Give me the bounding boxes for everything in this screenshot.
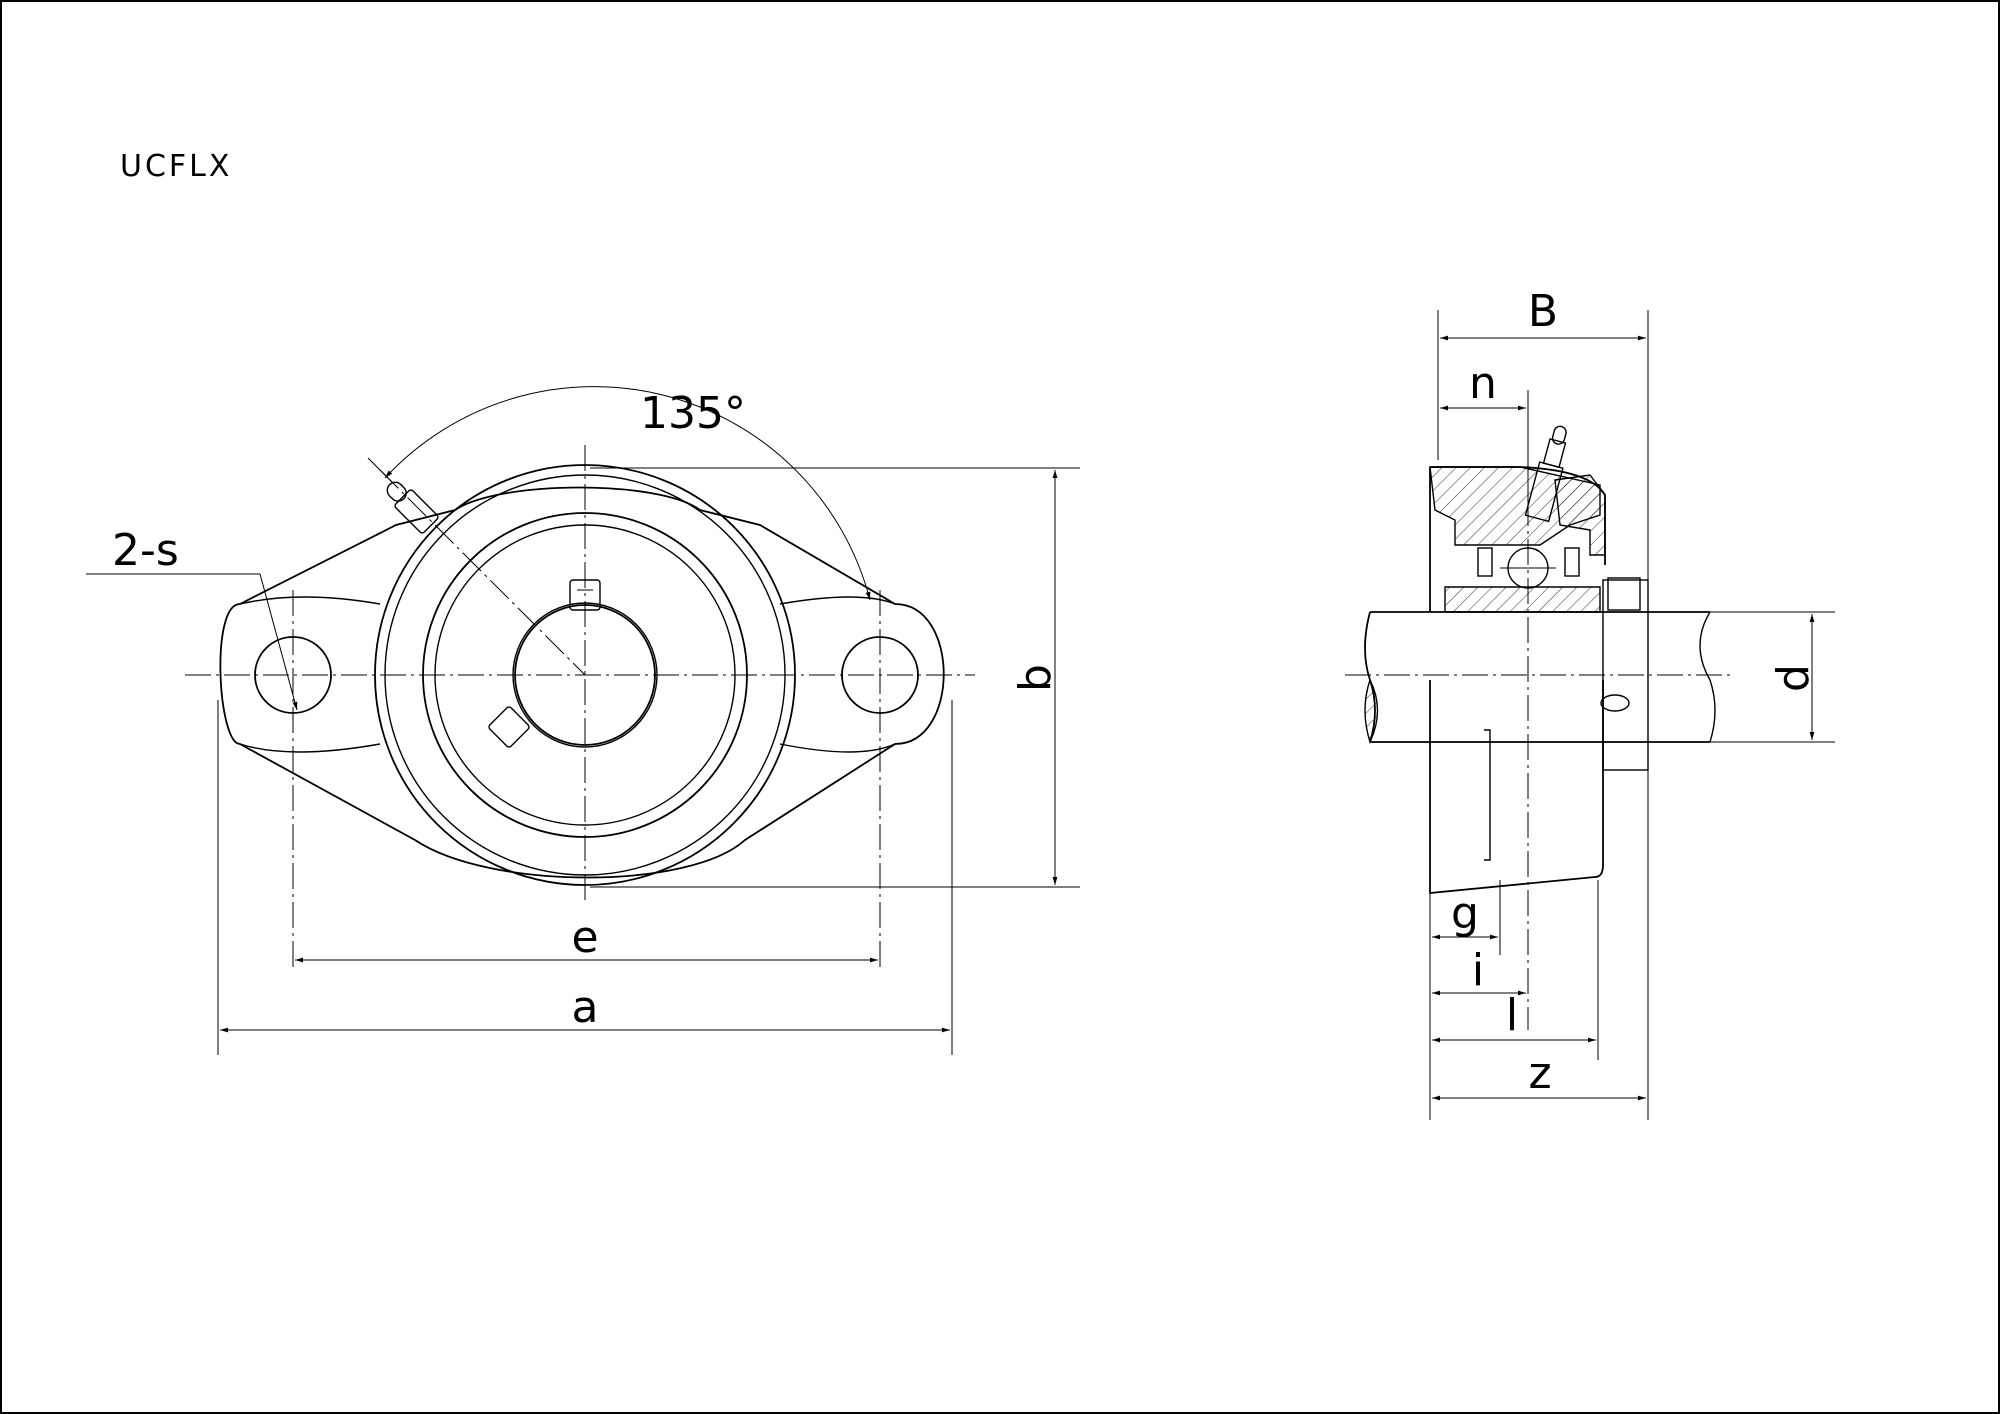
b-label: b	[1010, 664, 1061, 692]
grease-nipple-side	[1524, 425, 1567, 523]
flange-inner-line-right	[779, 596, 896, 605]
hole-label: 2-s	[112, 525, 179, 576]
flange-lower-right	[779, 743, 896, 753]
a-label: a	[572, 982, 599, 1033]
flange-inner-line-left	[239, 596, 381, 605]
drawing-title: UCFLX	[120, 149, 232, 184]
angle-arc	[384, 386, 871, 601]
front-view: 135° 2-s b e a	[86, 386, 1080, 1055]
flange-outline	[219, 486, 945, 879]
seal-left	[1477, 547, 1493, 577]
B-label: B	[1528, 286, 1558, 337]
housing-section-right	[1554, 474, 1606, 556]
z-label: z	[1528, 1048, 1551, 1099]
set-screw-lower	[488, 706, 530, 748]
l-label: l	[1506, 990, 1518, 1041]
n-label: n	[1469, 358, 1497, 409]
housing-inner-slot	[1484, 729, 1491, 861]
e-label: e	[571, 912, 598, 963]
side-view: B n d g i l z	[1345, 286, 1835, 1120]
angle-label: 135°	[640, 388, 746, 439]
inner-ring-section	[1444, 586, 1601, 613]
g-label: g	[1451, 888, 1479, 939]
diagonal-centerline	[379, 469, 586, 676]
collar-screw-mark	[1600, 694, 1630, 712]
d-label: d	[1768, 664, 1819, 692]
grease-nipple-front	[386, 481, 439, 534]
shaft-break-right	[1699, 611, 1716, 743]
seal-right	[1564, 547, 1580, 577]
shaft	[1364, 611, 1710, 743]
flange-lower-left	[239, 743, 381, 753]
housing-lower	[1429, 680, 1604, 894]
housing-outline-top	[1429, 466, 1606, 612]
collar-set-screw	[1607, 577, 1641, 611]
i-label: i	[1472, 945, 1484, 996]
shaft-break-left-hatch	[1364, 678, 1379, 744]
